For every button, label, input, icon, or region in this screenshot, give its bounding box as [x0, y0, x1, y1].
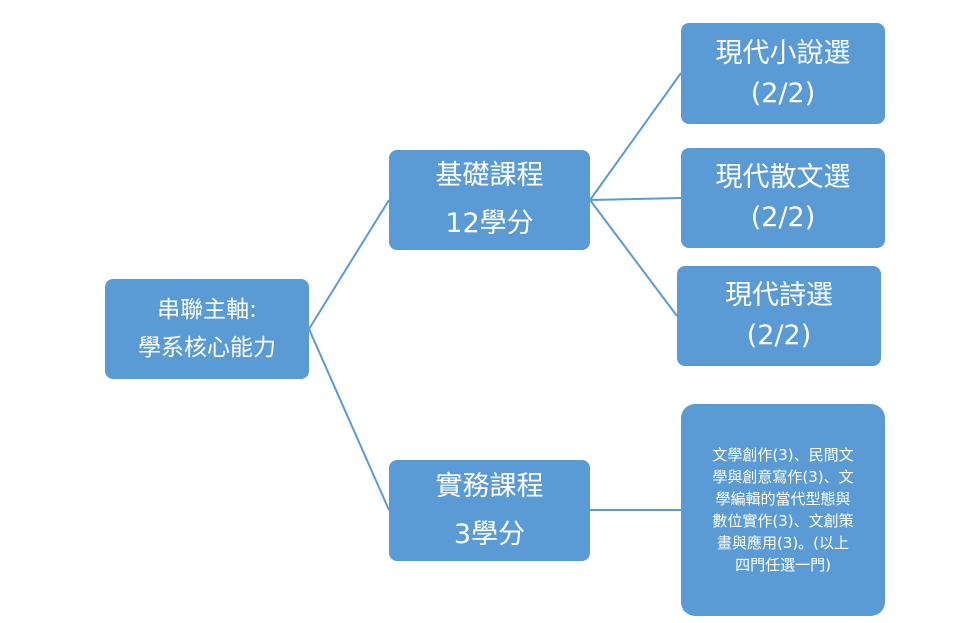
elective-courses-node: 文學創作(3)、民間文 學與創意寫作(3)、文 學編輯的當代型態與 數位實作(3…	[681, 404, 885, 616]
connector-root-basic	[308, 199, 390, 330]
core-competency-line-1: 串聯主軸:	[157, 297, 257, 323]
connector-root-practice	[308, 328, 390, 511]
core-competency-node: 串聯主軸: 學系核心能力	[105, 279, 309, 379]
practical-courses-credits: 3學分	[453, 518, 526, 550]
modern-poetry-node: 現代詩選 (2/2)	[677, 266, 881, 366]
basic-courses-credits: 12學分	[445, 208, 534, 239]
modern-poetry-title: 現代詩選	[725, 280, 833, 311]
practical-courses-title: 實務課程	[435, 470, 544, 502]
practical-courses-node: 實務課程 3學分	[389, 460, 590, 561]
modern-prose-title: 現代散文選	[715, 162, 851, 193]
modern-novel-title: 現代小說選	[715, 37, 851, 69]
modern-prose-node: 現代散文選 (2/2)	[681, 148, 885, 248]
connector-basic-poetry	[589, 199, 678, 317]
modern-poetry-credits: (2/2)	[746, 320, 812, 351]
basic-courses-title: 基礎課程	[435, 160, 544, 191]
elective-courses-text: 文學創作(3)、民間文 學與創意寫作(3)、文 學編輯的當代型態與 數位實作(3…	[712, 446, 854, 574]
core-competency-line-2: 學系核心能力	[138, 335, 276, 361]
modern-prose-credits: (2/2)	[750, 202, 816, 233]
basic-courses-node: 基礎課程 12學分	[389, 150, 590, 250]
modern-novel-node: 現代小說選 (2/2)	[681, 23, 885, 124]
connector-basic-novel	[589, 72, 682, 201]
connector-basic-prose	[589, 197, 682, 201]
modern-novel-credits: (2/2)	[750, 77, 816, 109]
